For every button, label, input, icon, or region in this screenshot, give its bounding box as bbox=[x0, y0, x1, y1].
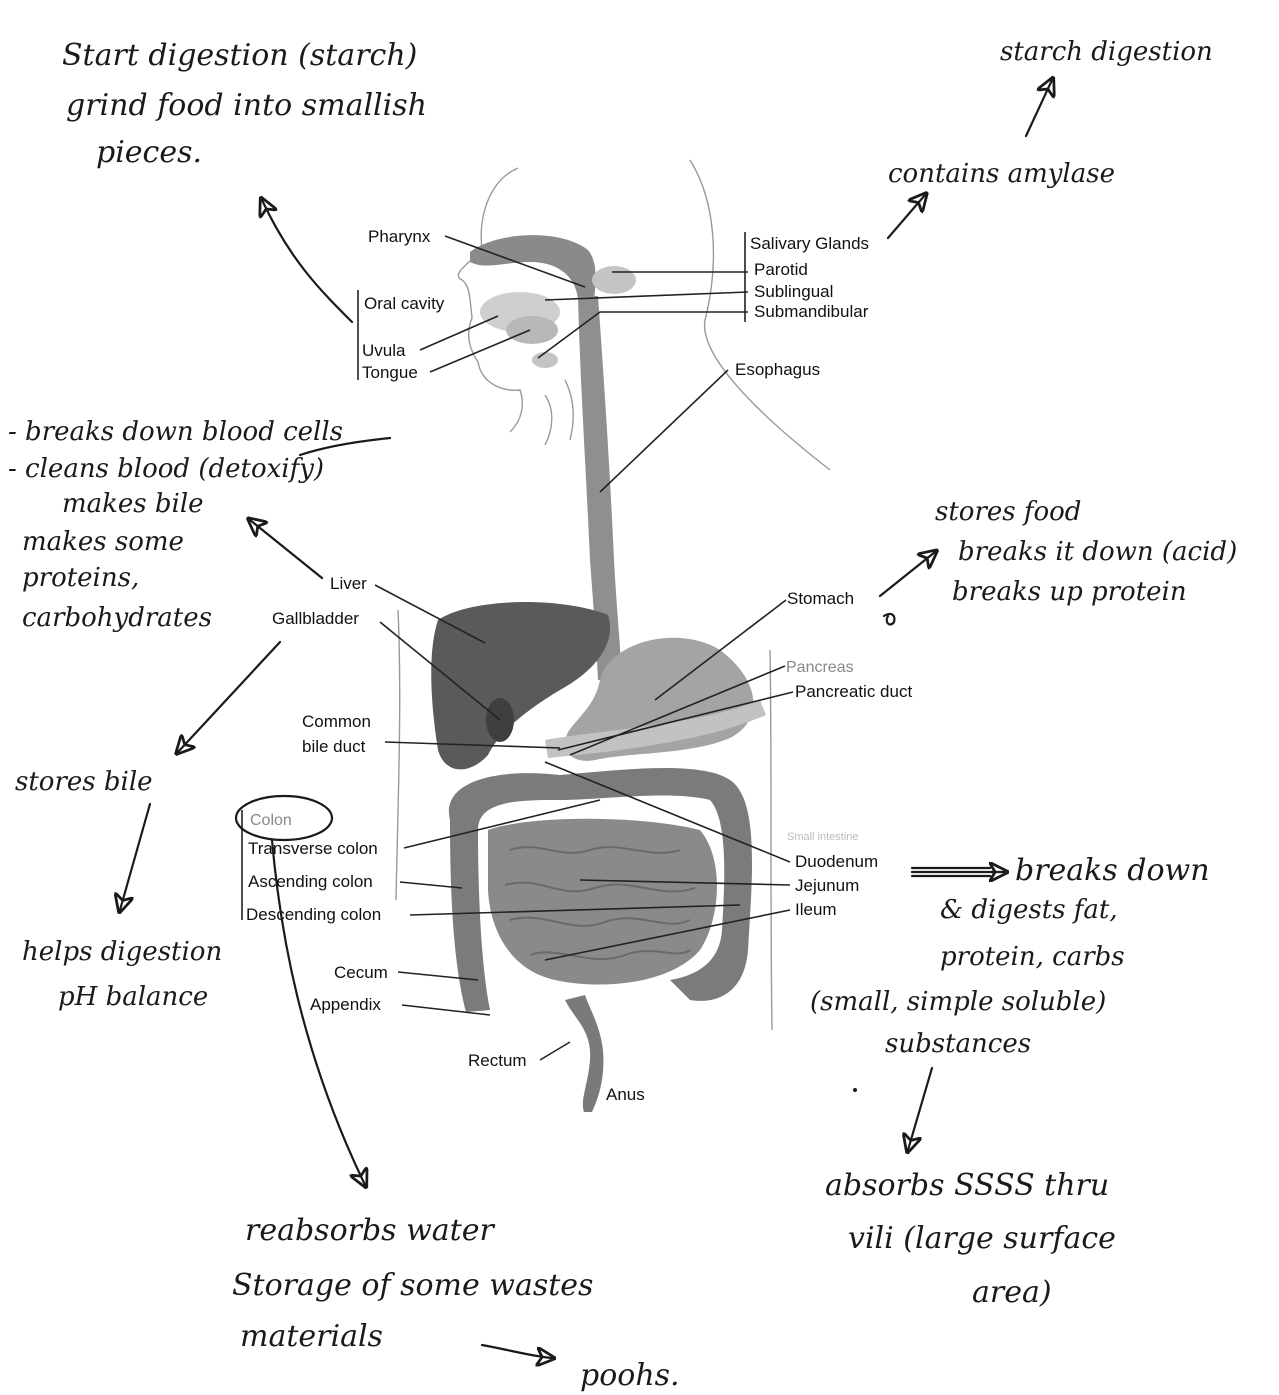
label-transverse-colon: Transverse colon bbox=[248, 839, 378, 858]
submandibular-gland bbox=[532, 352, 558, 368]
note-salivary: contains amylase bbox=[888, 159, 1115, 189]
note-villi-line2: vili (large surface bbox=[848, 1221, 1116, 1256]
label-gallbladder: Gallbladder bbox=[272, 609, 359, 628]
label-common-bile-duct-2: bile duct bbox=[302, 737, 366, 756]
label-descending-colon: Descending colon bbox=[246, 905, 381, 924]
note-mouth-line2: grind food into smallish bbox=[66, 88, 427, 123]
label-ileum: Ileum bbox=[795, 900, 837, 919]
note-liver-line5: proteins, bbox=[22, 563, 139, 593]
tongue bbox=[506, 316, 558, 344]
note-mouth-line3: pieces. bbox=[96, 135, 202, 170]
note-liver-line3: makes bile bbox=[62, 489, 204, 519]
label-stomach: Stomach bbox=[787, 589, 854, 608]
note-colon-line1: reabsorbs water bbox=[245, 1213, 495, 1248]
label-sublingual: Sublingual bbox=[754, 282, 833, 301]
note-villi-line1: absorbs SSSS thru bbox=[825, 1168, 1109, 1203]
note-stomach-line1: stores food bbox=[935, 497, 1081, 527]
label-rectum: Rectum bbox=[468, 1051, 527, 1070]
label-anus: Anus bbox=[606, 1085, 645, 1104]
parotid-gland bbox=[592, 266, 636, 294]
label-colon: Colon bbox=[250, 812, 292, 829]
note-small-intestine-line1: breaks down bbox=[1015, 853, 1210, 888]
label-parotid: Parotid bbox=[754, 260, 808, 279]
label-liver: Liver bbox=[330, 574, 367, 593]
note-small-intestine-line2: & digests fat, bbox=[940, 895, 1118, 925]
note-small-intestine-line4: (small, simple soluble) bbox=[810, 987, 1106, 1017]
note-colon-line3: materials bbox=[240, 1319, 383, 1354]
label-submandibular: Submandibular bbox=[754, 302, 869, 321]
note-colon-line2: Storage of some wastes bbox=[232, 1268, 593, 1303]
note-stomach-line2: breaks it down (acid) bbox=[958, 537, 1237, 567]
label-cecum: Cecum bbox=[334, 963, 388, 982]
label-pharynx: Pharynx bbox=[368, 227, 431, 246]
note-liver-line4: makes some bbox=[22, 527, 184, 557]
label-appendix: Appendix bbox=[310, 995, 381, 1014]
note-small-intestine-line3: protein, carbs bbox=[940, 942, 1125, 972]
note-pancreas-line1: helps digestion bbox=[22, 937, 222, 967]
label-duodenum: Duodenum bbox=[795, 852, 878, 871]
label-salivary-glands: Salivary Glands bbox=[750, 234, 869, 253]
note-mouth-line1: Start digestion (starch) bbox=[62, 38, 417, 73]
note-gallbladder: stores bile bbox=[15, 767, 153, 797]
label-oral-cavity: Oral cavity bbox=[364, 294, 445, 313]
label-common-bile-duct-1: Common bbox=[302, 712, 371, 731]
label-small-intestine: Small intestine bbox=[787, 831, 859, 843]
note-villi-line3: area) bbox=[972, 1275, 1052, 1310]
label-tongue: Tongue bbox=[362, 363, 418, 382]
organs bbox=[431, 235, 766, 1112]
label-esophagus: Esophagus bbox=[735, 360, 820, 379]
note-stomach-line3: breaks up protein bbox=[952, 577, 1187, 607]
note-small-intestine-line5: substances bbox=[885, 1029, 1031, 1059]
label-pancreas: Pancreas bbox=[786, 659, 854, 676]
note-liver-line2: - cleans blood (detoxify) bbox=[8, 454, 324, 484]
rectum bbox=[565, 995, 603, 1112]
label-ascending-colon: Ascending colon bbox=[248, 872, 373, 891]
note-salivary-top: starch digestion bbox=[1000, 37, 1213, 67]
label-uvula: Uvula bbox=[362, 341, 406, 360]
label-pancreatic-duct: Pancreatic duct bbox=[795, 682, 912, 701]
note-liver-line1: - breaks down blood cells bbox=[8, 417, 343, 447]
label-jejunum: Jejunum bbox=[795, 876, 859, 895]
note-pancreas-line2: pH balance bbox=[58, 982, 208, 1012]
note-colon-line4: poohs. bbox=[580, 1358, 680, 1393]
note-liver-line6: carbohydrates bbox=[22, 603, 212, 633]
